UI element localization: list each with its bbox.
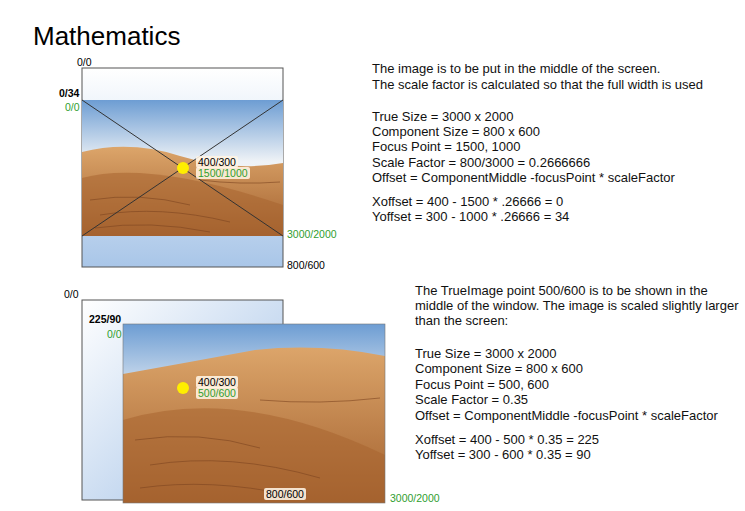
formula-text: Component Size = 800 x 600 <box>415 361 583 376</box>
coordinate-label: 225/90 <box>89 313 121 325</box>
coordinate-label: 0/0 <box>65 101 80 113</box>
formula-text: Focus Point = 500, 600 <box>415 377 549 392</box>
coordinate-label: 800/600 <box>264 488 306 500</box>
coordinate-label: 3000/2000 <box>390 492 440 504</box>
formula-text: Yoffset = 300 - 1000 * .26666 = 34 <box>372 209 569 224</box>
note-text: The scale factor is calculated so that t… <box>372 77 703 92</box>
formula-text: Xoffset = 400 - 500 * 0.35 = 225 <box>415 432 599 447</box>
formula-text: Scale Factor = 800/3000 = 0.2666666 <box>372 155 590 170</box>
formula-text: Focus Point = 1500, 1000 <box>372 139 521 154</box>
coordinate-label: 0/34 <box>59 87 79 99</box>
formula-text: Xoffset = 400 - 1500 * .26666 = 0 <box>372 194 563 209</box>
note-text: The image is to be put in the middle of … <box>372 61 660 76</box>
formula-text: True Size = 3000 x 2000 <box>372 109 514 124</box>
formula-text: Component Size = 800 x 600 <box>372 124 540 139</box>
coordinate-label: 3000/2000 <box>287 228 337 240</box>
formula-text: Scale Factor = 0.35 <box>415 392 528 407</box>
formula-text: Offset = ComponentMiddle -focusPoint * s… <box>372 170 675 185</box>
coordinate-label: 1500/1000 <box>196 167 250 179</box>
note-text: The TrueImage point 500/600 is to be sho… <box>415 283 740 328</box>
formula-text: Yoffset = 300 - 600 * 0.35 = 90 <box>415 447 591 462</box>
coordinate-label: 0/0 <box>64 288 79 300</box>
coordinate-label: 0/0 <box>77 56 92 68</box>
formula-text: Offset = ComponentMiddle -focusPoint * s… <box>415 408 718 423</box>
coordinate-label: 0/0 <box>107 328 122 340</box>
page-title: Mathematics <box>33 22 180 52</box>
formula-text: True Size = 3000 x 2000 <box>415 346 557 361</box>
coordinate-label: 500/600 <box>196 387 238 399</box>
coordinate-label: 800/600 <box>287 259 325 271</box>
